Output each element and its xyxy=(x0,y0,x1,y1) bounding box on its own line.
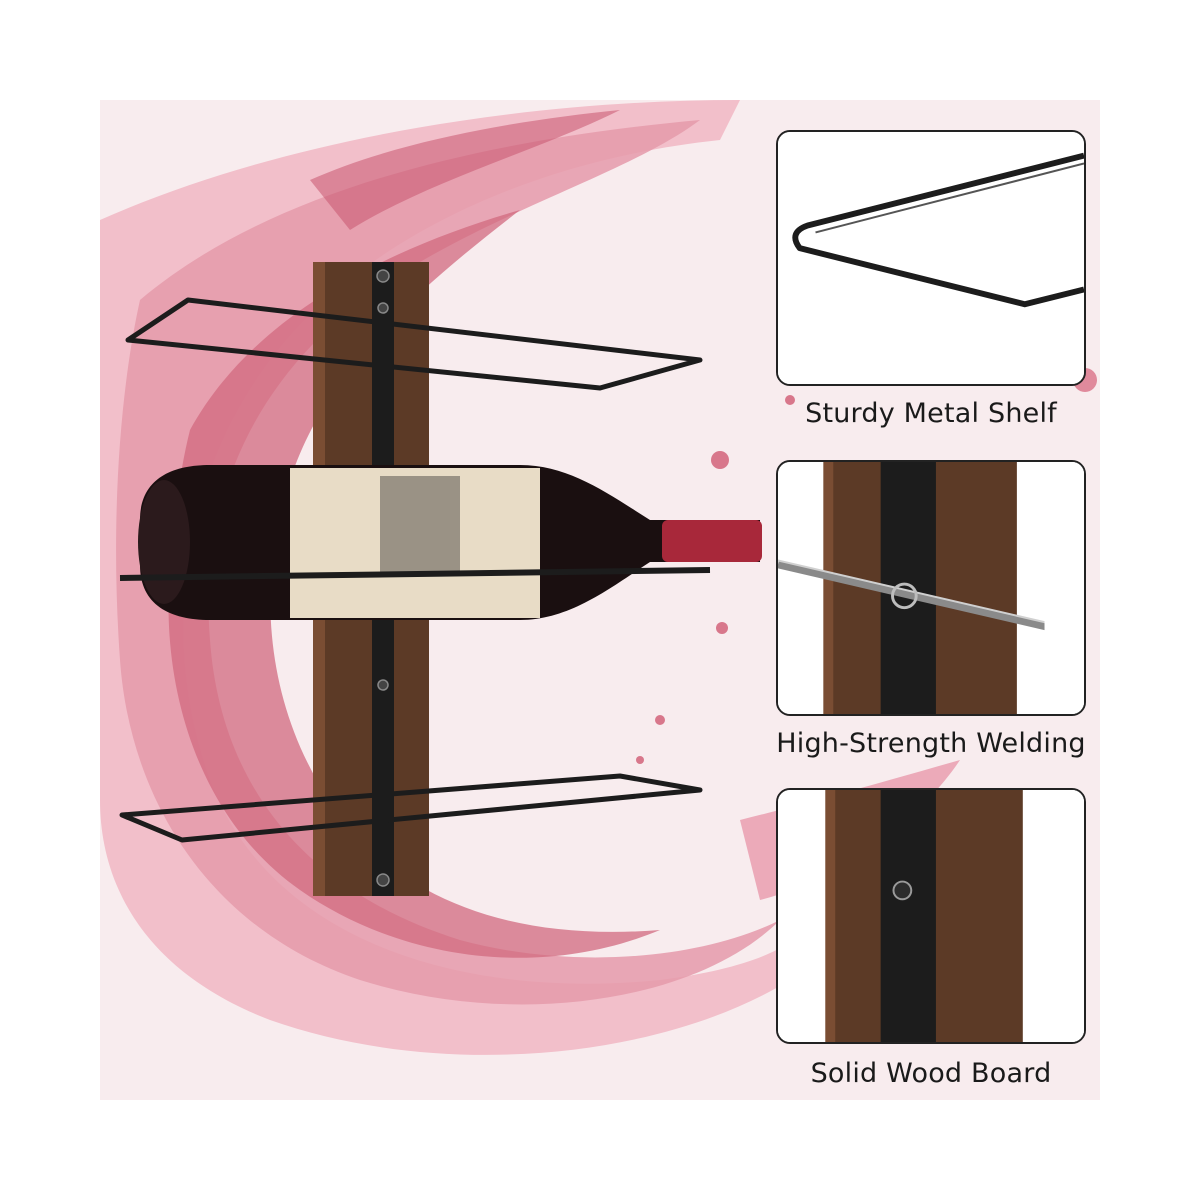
feature-caption: High-Strength Welding xyxy=(776,728,1086,759)
metal-shelf-middle xyxy=(119,567,711,581)
splash-streak xyxy=(310,110,620,230)
droplet xyxy=(655,715,665,725)
feature-caption: Sturdy Metal Shelf xyxy=(805,398,1057,429)
wood-board-icon xyxy=(778,790,1084,1042)
metal-shelf-bottom xyxy=(119,773,703,843)
splash-dark xyxy=(168,210,661,958)
droplet xyxy=(716,622,728,634)
droplet xyxy=(636,756,644,764)
feature-caption: Solid Wood Board xyxy=(810,1058,1052,1089)
wine-splash-illustration xyxy=(100,100,1097,1055)
wine-rack-illustration xyxy=(119,262,762,896)
welding-joint-icon xyxy=(778,462,1084,714)
wine-bottle-illustration xyxy=(119,465,762,620)
detail-card-welding xyxy=(776,460,1086,716)
detail-card-wood-board xyxy=(776,788,1086,1044)
droplet xyxy=(711,451,729,469)
screw xyxy=(376,873,390,887)
bottle-foil xyxy=(662,520,762,562)
label-art xyxy=(380,476,460,576)
detail-card-metal-shelf xyxy=(776,130,1086,386)
bottle-base xyxy=(138,480,190,604)
droplet xyxy=(785,395,795,405)
metal-shelf-top xyxy=(125,297,703,391)
screw xyxy=(376,269,390,283)
screw xyxy=(377,302,389,314)
metal-shelf-icon xyxy=(778,132,1084,384)
screw xyxy=(377,679,389,691)
